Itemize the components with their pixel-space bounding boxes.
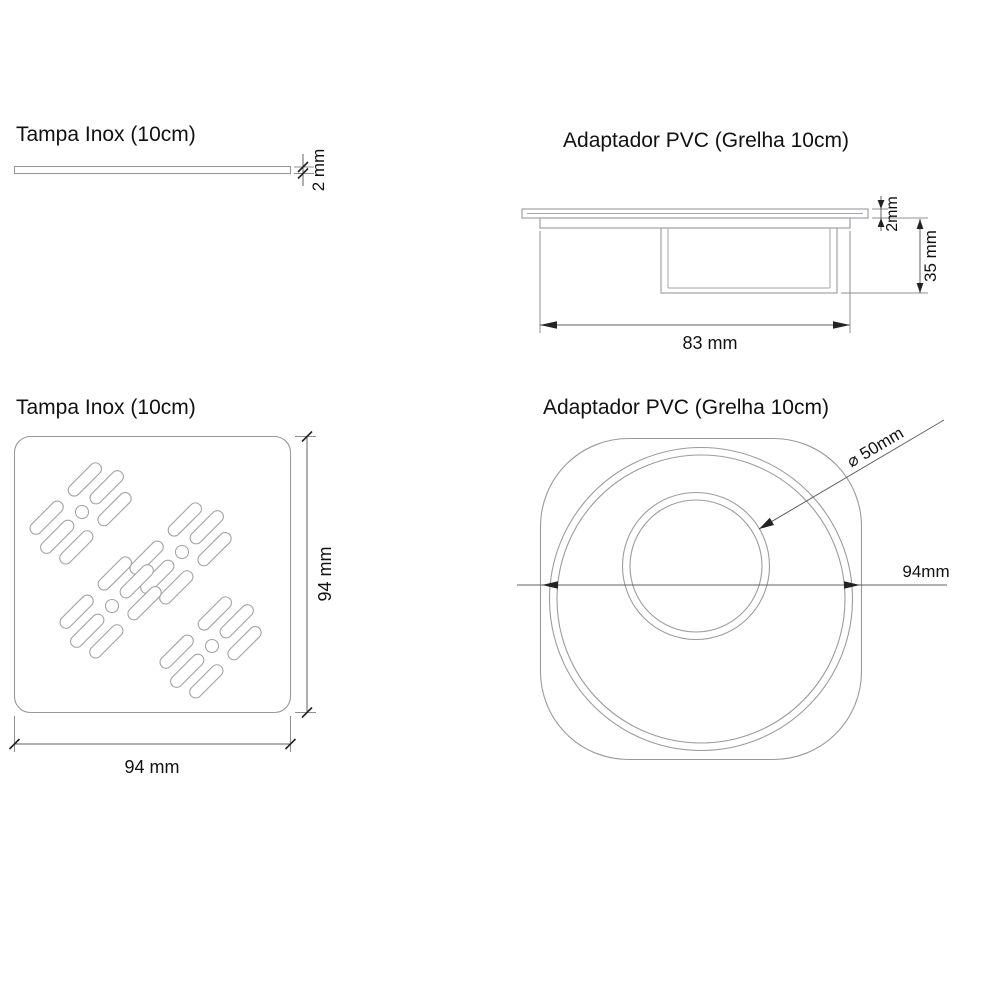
adapter-lower-flange	[539, 217, 851, 229]
dimension-arrow	[542, 581, 558, 589]
leader-line-hole	[758, 419, 945, 530]
dimension-tick	[297, 167, 309, 180]
dimension-arrow	[540, 321, 557, 329]
tampa-inox-side-view: Tampa Inox (10cm) 2 mm	[13, 123, 328, 192]
dimension-tick	[301, 430, 313, 443]
dimension-arrow	[844, 581, 860, 589]
dimension-tick	[301, 706, 313, 719]
dimension-label-lip: 2mm	[884, 196, 901, 232]
inox-plate-profile	[13, 165, 292, 175]
dimension-label-height: 35 mm	[921, 230, 940, 282]
dimension-label-width: 83 mm	[682, 333, 737, 353]
outlet-hole-inner-circle	[629, 499, 763, 633]
adapter-body-outline	[539, 437, 863, 761]
dimension-label-height: 94 mm	[315, 546, 335, 601]
dimension-arrow	[916, 283, 924, 293]
dimension-arrow	[916, 219, 924, 229]
view-title: Adaptador PVC (Grelha 10cm)	[543, 396, 829, 419]
dimension-arrow	[759, 517, 774, 529]
tampa-inox-top-view: Tampa Inox (10cm) 94 mm 94 mm	[8, 396, 335, 777]
adapter-spigot-body	[660, 227, 838, 294]
view-title: Tampa Inox (10cm)	[16, 123, 196, 146]
adapter-inner-ring	[556, 454, 846, 744]
dimension-tick	[284, 738, 297, 750]
dimension-arrow	[833, 321, 850, 329]
dimension-tick	[8, 738, 21, 750]
dimension-tick	[297, 161, 309, 173]
dimension-label-thickness: 2 mm	[309, 149, 328, 192]
outlet-hole-outer-circle	[621, 491, 771, 641]
adapter-outer-ring	[548, 446, 854, 752]
view-title: Tampa Inox (10cm)	[16, 396, 196, 419]
dimension-label-width: 94 mm	[124, 757, 179, 777]
dimension-arrow	[877, 200, 885, 209]
adaptador-pvc-top-view: Adaptador PVC (Grelha 10cm) ⌀ 50mm 94mm	[517, 396, 950, 761]
view-title: Adaptador PVC (Grelha 10cm)	[563, 129, 849, 152]
dimension-arrow	[877, 218, 885, 227]
adaptador-pvc-side-view: Adaptador PVC (Grelha 10cm) 2mm 35 mm 83…	[521, 129, 940, 353]
dimension-label-diameter: 94mm	[902, 562, 949, 581]
